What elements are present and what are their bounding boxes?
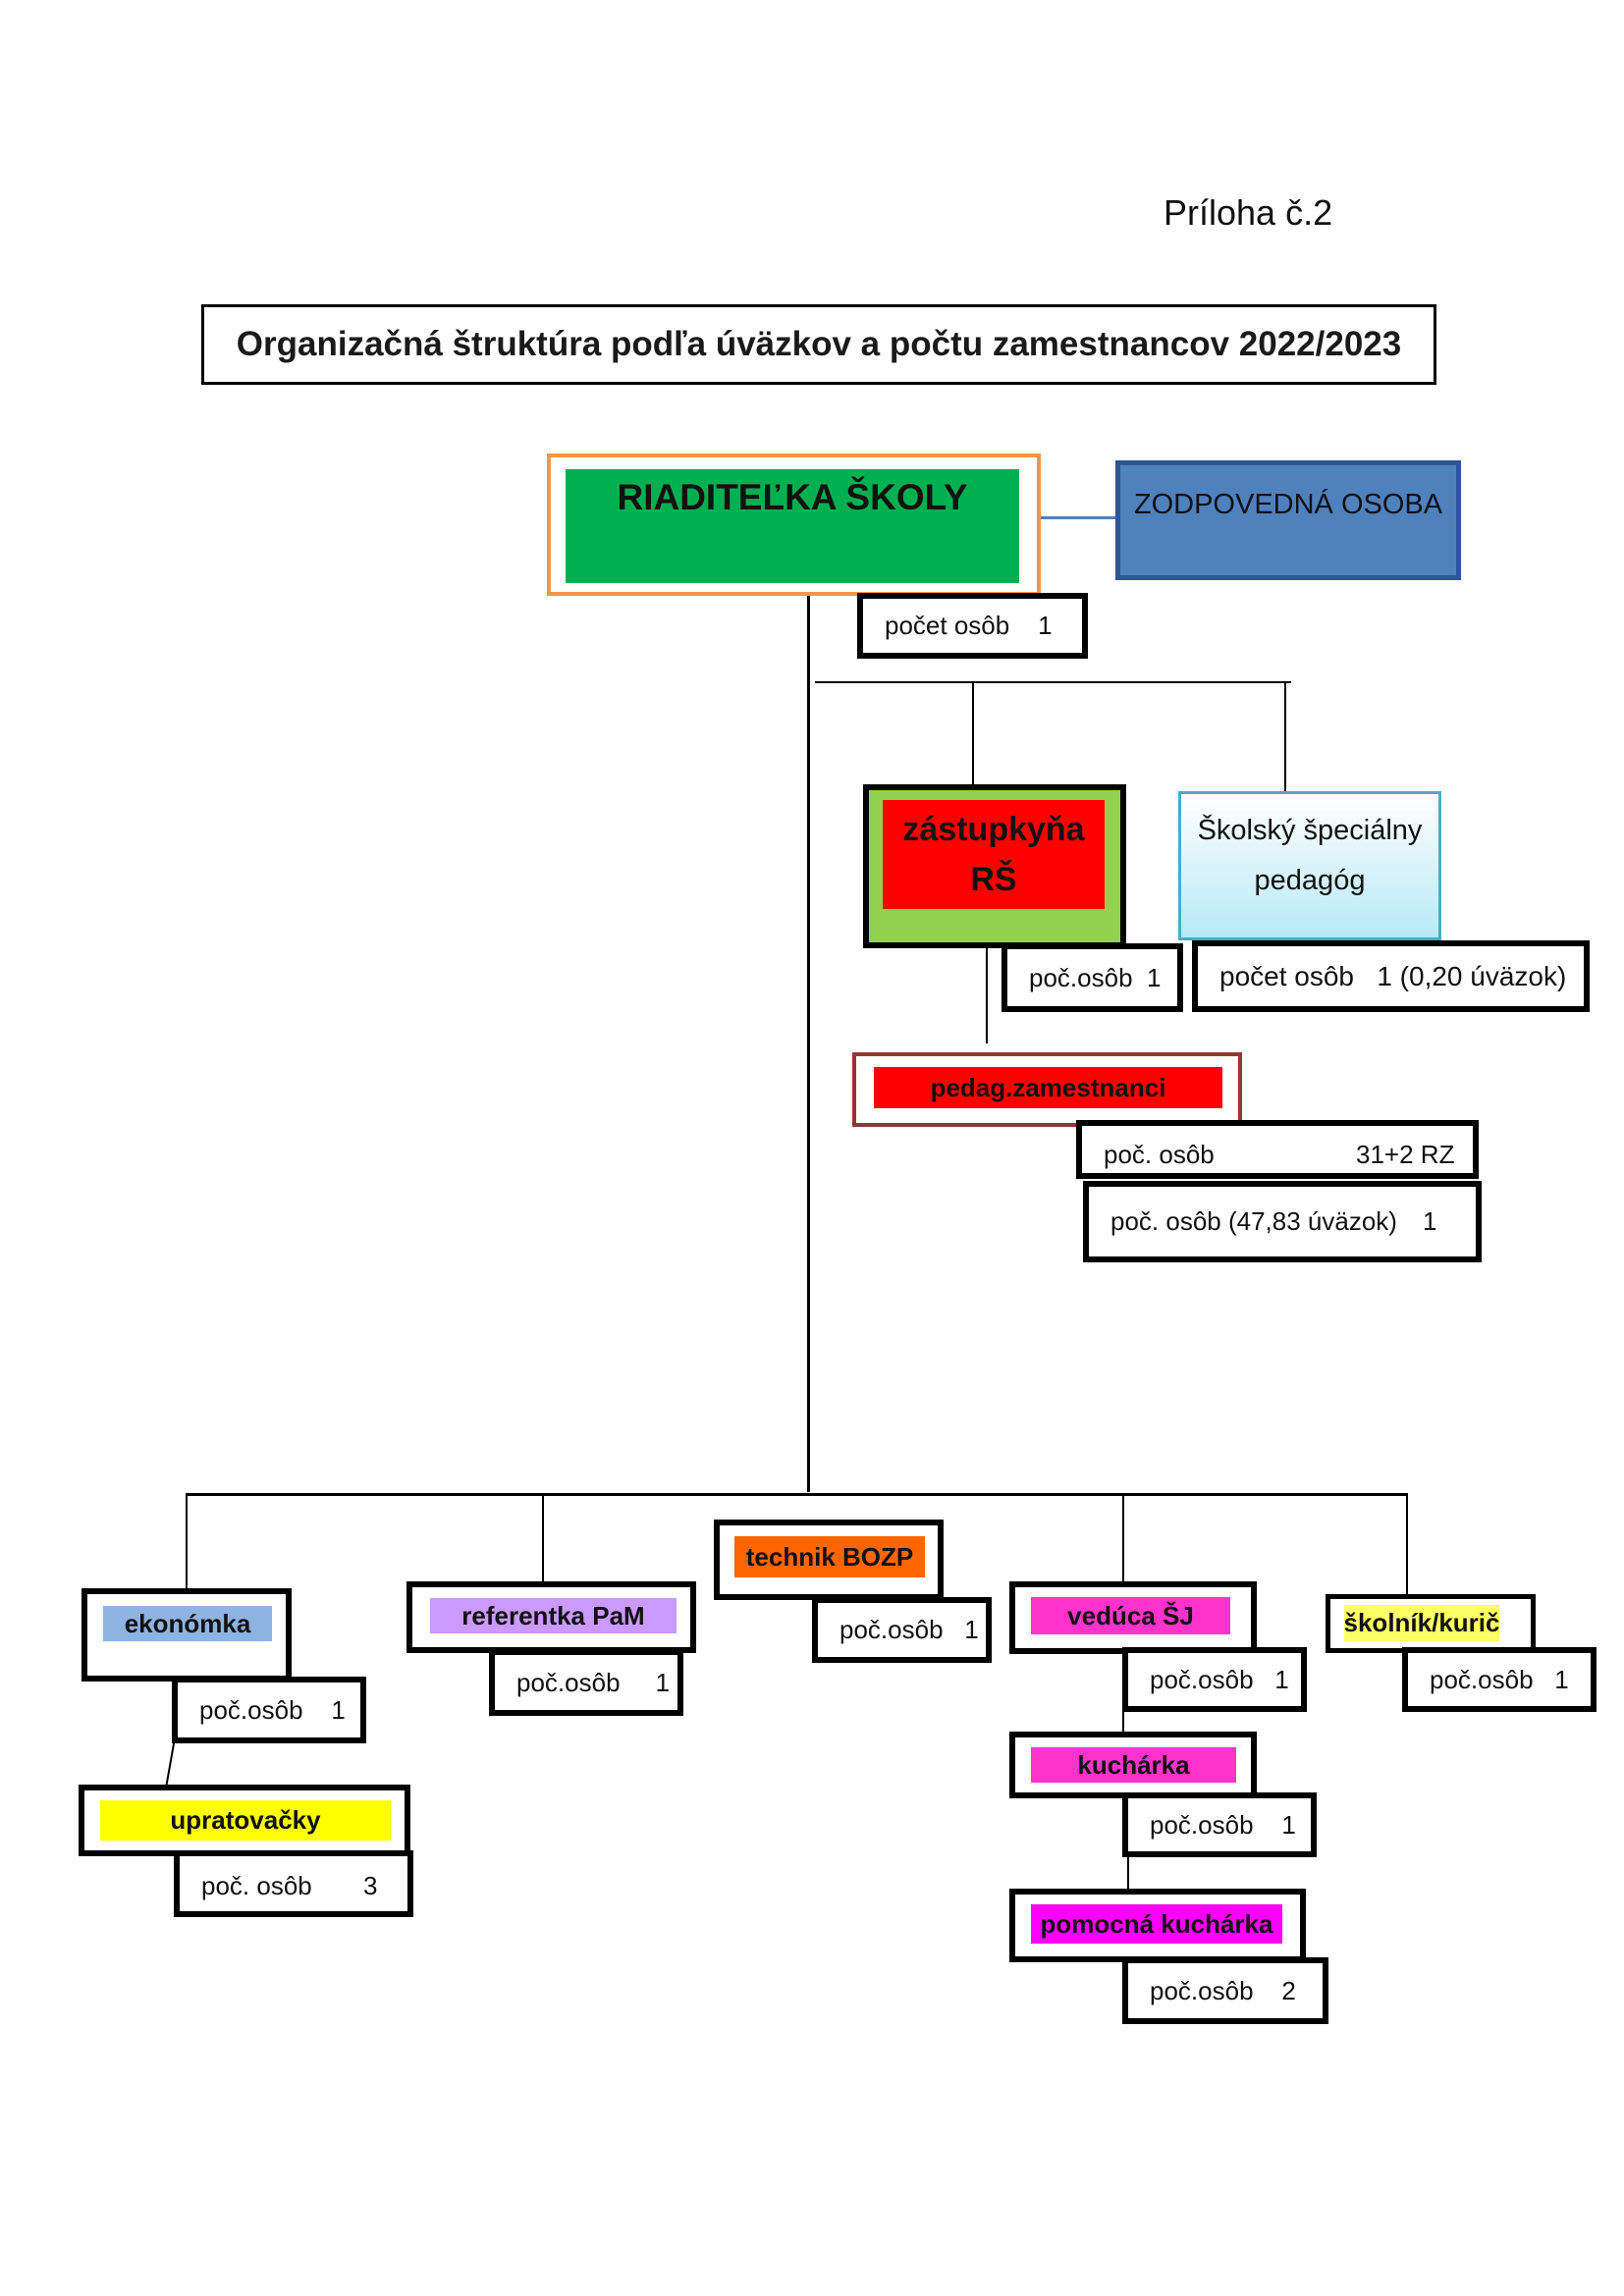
teachers-fte-label: poč. osôb (47,83 úväzok): [1110, 1206, 1397, 1236]
cook-box: kuchárka: [1009, 1732, 1257, 1798]
kitchen-head-count: poč.osôb 1: [1122, 1647, 1307, 1712]
cook-label: kuchárka: [1031, 1747, 1236, 1783]
connector: [1041, 516, 1115, 519]
payroll-box: referentka PaM: [406, 1581, 696, 1653]
special-pedagogue-line2: pedagóg: [1254, 864, 1366, 896]
cleaners-count-label: poč. osôb: [201, 1871, 312, 1900]
teachers-count-label: poč. osôb: [1104, 1140, 1215, 1169]
deputy-count: poč.osôb 1: [1001, 943, 1183, 1012]
economist-box: ekonómka: [81, 1588, 292, 1682]
kitchen-head-label: vedúca ŠJ: [1031, 1597, 1230, 1634]
teachers-fte-count: poč. osôb (47,83 úväzok) 1: [1083, 1181, 1482, 1262]
bozp-label: technik BOZP: [734, 1536, 925, 1577]
connector: [815, 681, 1291, 683]
payroll-count: poč.osôb 1: [489, 1649, 683, 1716]
kitchen-helper-count: poč.osôb 2: [1122, 1957, 1328, 2024]
connector: [1284, 681, 1286, 793]
cleaners-count: poč. osôb 3: [174, 1850, 413, 1917]
connector: [972, 681, 974, 791]
connector: [807, 589, 810, 1492]
teachers-count: poč. osôb 31+2 RZ: [1076, 1120, 1479, 1179]
kitchen-head-box: vedúca ŠJ: [1009, 1581, 1257, 1654]
responsible-person-box: ZODPOVEDNÁ OSOBA: [1115, 460, 1461, 580]
teachers-fte-value: 1: [1423, 1206, 1437, 1236]
annex-label: Príloha č.2: [1164, 192, 1333, 233]
cleaners-box: upratovačky: [79, 1785, 410, 1856]
connector: [542, 1493, 544, 1586]
teachers-label: pedag.zamestnanci: [874, 1067, 1222, 1108]
cleaners-label: upratovačky: [100, 1800, 391, 1841]
deputy-box: zástupkyňa RŠ: [863, 784, 1126, 948]
teachers-count-value: 31+2 RZ: [1356, 1140, 1455, 1169]
deputy-label-line1: zástupkyňa: [902, 810, 1085, 848]
special-pedagogue-line1: Školský špeciálny: [1197, 815, 1423, 846]
kitchen-helper-box: pomocná kuchárka: [1009, 1889, 1306, 1962]
connector: [986, 928, 988, 1043]
director-box: RIADITEĽKA ŠKOLY: [547, 454, 1041, 596]
economist-label: ekonómka: [103, 1606, 272, 1641]
connector: [1406, 1493, 1408, 1595]
connector: [1127, 1852, 1129, 1889]
cook-count: poč.osôb 1: [1122, 1792, 1317, 1857]
cleaners-count-value: 3: [363, 1871, 378, 1900]
deputy-label-line2: RŠ: [970, 860, 1017, 898]
page-title: Organizačná štruktúra podľa úväzkov a po…: [201, 304, 1436, 385]
connector: [1122, 1493, 1124, 1587]
special-pedagogue-count: počet osôb 1 (0,20 úväzok): [1192, 940, 1590, 1012]
caretaker-count: poč.osôb 1: [1402, 1647, 1597, 1712]
director-label: RIADITEĽKA ŠKOLY: [566, 469, 1019, 583]
caretaker-label: školník/kurič: [1344, 1605, 1499, 1641]
kitchen-helper-label: pomocná kuchárka: [1031, 1904, 1282, 1944]
caretaker-box: školník/kurič: [1326, 1594, 1536, 1653]
teachers-box: pedag.zamestnanci: [852, 1052, 1242, 1127]
director-count: počet osôb 1: [857, 593, 1088, 659]
special-pedagogue-box: Školský špeciálny pedagóg: [1178, 791, 1441, 940]
bozp-count: poč.osôb 1: [812, 1597, 992, 1663]
economist-count: poč.osôb 1: [172, 1677, 366, 1743]
connector: [164, 1742, 176, 1789]
payroll-label: referentka PaM: [430, 1598, 677, 1633]
connector: [1122, 1706, 1124, 1739]
connector: [186, 1493, 1408, 1496]
bozp-box: technik BOZP: [714, 1520, 944, 1600]
connector: [186, 1493, 188, 1595]
